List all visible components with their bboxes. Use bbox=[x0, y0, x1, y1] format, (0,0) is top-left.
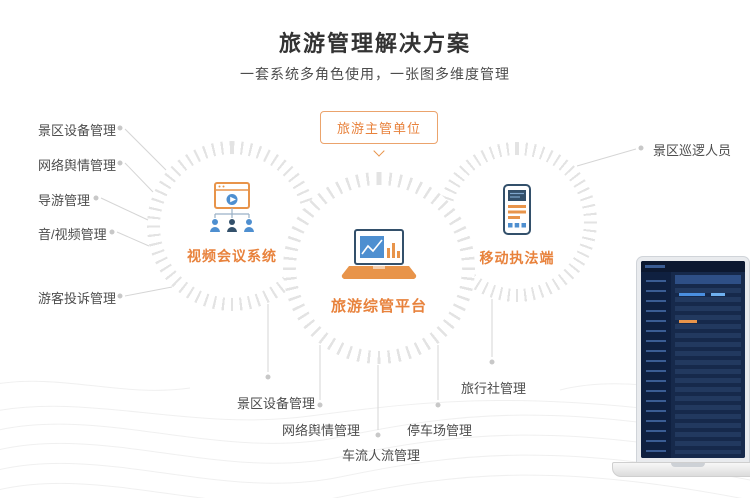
dashboard-topbar bbox=[641, 261, 745, 272]
node-label-platform: 旅游综管平台 bbox=[330, 298, 427, 315]
video-conference-icon bbox=[210, 182, 254, 232]
node-mobile-terminal: 移动执法端 bbox=[457, 183, 577, 268]
feature-label-bottom: 景区设备管理 bbox=[237, 396, 316, 411]
feature-label-left: 景区设备管理 bbox=[38, 123, 117, 138]
handheld-terminal-icon bbox=[503, 184, 531, 235]
feature-label-left: 导游管理 bbox=[38, 193, 91, 208]
feature-label-bottom: 车流人流管理 bbox=[342, 448, 421, 463]
laptop-screen bbox=[636, 256, 750, 462]
feature-label-left: 音/视频管理 bbox=[38, 227, 107, 242]
dashboard-sidebar bbox=[641, 272, 671, 458]
dashboard-screen bbox=[641, 261, 745, 458]
dashboard-laptop-mockup bbox=[612, 256, 750, 492]
feature-label-bottom: 网络舆情管理 bbox=[282, 423, 361, 438]
dashboard-accent-bar bbox=[679, 320, 697, 323]
node-platform: 旅游综管平台 bbox=[308, 228, 450, 316]
feature-label-right: 景区巡逻人员 bbox=[653, 143, 732, 158]
dashboard-accent-bar bbox=[679, 293, 705, 296]
node-label-mobile: 移动执法端 bbox=[479, 250, 555, 266]
feature-label-bottom: 停车场管理 bbox=[407, 423, 473, 438]
feature-label-left: 游客投诉管理 bbox=[38, 291, 117, 306]
dashboard-table-header bbox=[675, 275, 741, 284]
feature-label-left: 网络舆情管理 bbox=[38, 158, 117, 173]
top-badge: 旅游主管单位 bbox=[319, 111, 439, 144]
feature-label-bottom: 旅行社管理 bbox=[461, 381, 527, 396]
laptop-base bbox=[612, 462, 750, 477]
dashboard-table bbox=[671, 272, 745, 458]
page-title: 旅游管理解决方案 bbox=[278, 31, 471, 56]
dashboard-accent-bar bbox=[711, 293, 725, 296]
page-subtitle: 一套系统多角色使用，一张图多维度管理 bbox=[240, 66, 510, 82]
node-video-system: 视频会议系统 bbox=[167, 181, 297, 266]
node-label-video: 视频会议系统 bbox=[187, 248, 277, 264]
laptop-chart-icon bbox=[341, 229, 417, 280]
